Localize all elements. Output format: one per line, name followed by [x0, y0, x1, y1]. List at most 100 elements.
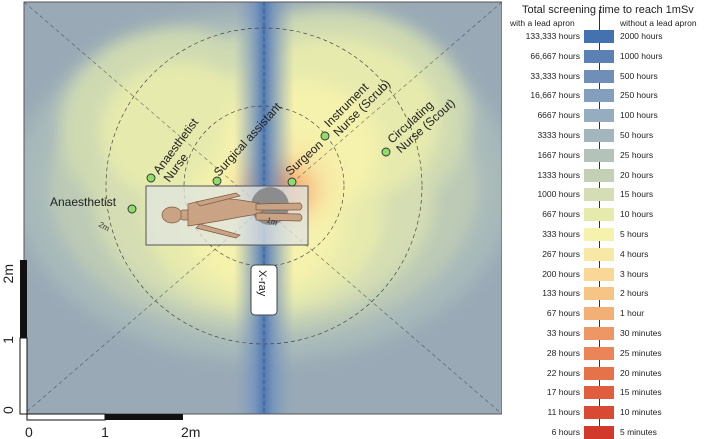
legend-with-apron-value: 6667 hours: [537, 110, 580, 121]
legend-row: 1667 hours 25 hours: [502, 148, 708, 162]
legend-without-apron-value: 15 hours: [620, 189, 654, 200]
legend-without-apron-value: 250 hours: [620, 90, 658, 101]
marker-circulating-nurse: [381, 147, 391, 157]
legend-row: 1000 hours 15 hours: [502, 188, 708, 202]
y-tick-2m: 2m: [0, 264, 16, 283]
legend-without-apron-value: 100 hours: [620, 110, 658, 121]
label-anaesthetist: Anaesthetist: [50, 195, 117, 209]
legend-without-apron-value: 1 hour: [620, 308, 645, 319]
legend-without-apron-value: 5 minutes: [620, 427, 657, 437]
marker-anaesthetist-nurse: [146, 173, 156, 183]
y-tick-0: 0: [0, 406, 16, 414]
legend-without-apron-value: 5 hours: [620, 229, 649, 239]
legend-with-apron-value: 17 hours: [546, 387, 580, 398]
staff-markers: [127, 131, 391, 214]
legend-swatch: [584, 188, 614, 202]
ring-2m: [105, 27, 423, 345]
ring-1m: [183, 105, 345, 267]
legend-without-apron-value: 30 minutes: [620, 328, 662, 338]
legend-row: 11 hours 10 minutes: [502, 406, 708, 420]
legend-swatch: [584, 89, 614, 103]
legend-with-apron-value: 1333 hours: [537, 169, 580, 180]
legend-without-apron-value: 20 minutes: [620, 367, 662, 378]
legend-with-apron-value: 1667 hours: [537, 149, 580, 160]
legend-without-apron-value: 50 hours: [620, 130, 654, 140]
legend-with-apron-value: 3333 hours: [537, 130, 580, 140]
legend-without-apron-value: 15 minutes: [620, 387, 662, 398]
legend-swatch: [584, 30, 614, 43]
legend-swatch: [584, 426, 614, 439]
legend-swatch: [584, 49, 614, 63]
legend-swatch: [584, 366, 614, 380]
legend-row: 133,333 hours 2000 hours: [502, 30, 708, 43]
legend: Total screening time to reach 1mSv with …: [502, 0, 708, 439]
radius-1m-label: 1m: [265, 215, 279, 227]
legend-with-apron-value: 11 hours: [547, 407, 580, 418]
legend-title: Total screening time to reach 1mSv: [522, 4, 694, 16]
legend-swatch: [584, 69, 614, 83]
legend-without-apron-value: 1000 hours: [620, 50, 663, 61]
legend-with-apron-value: 133 hours: [542, 288, 580, 299]
legend-with-apron-value: 6 hours: [551, 427, 580, 437]
legend-swatch: [584, 327, 614, 340]
legend-swatch: [584, 307, 614, 321]
x-tick-2m: 2m: [181, 424, 200, 439]
legend-with-apron-value: 133,333 hours: [525, 31, 580, 41]
marker-surgeon: [287, 177, 297, 187]
legend-with-apron-value: 22 hours: [546, 367, 580, 378]
legend-row: 200 hours 3 hours: [502, 267, 708, 281]
legend-row: 66,667 hours 1000 hours: [502, 49, 708, 63]
legend-swatch: [584, 168, 614, 182]
legend-with-apron-value: 33,333 hours: [530, 70, 580, 81]
legend-without-apron-value: 500 hours: [620, 70, 658, 81]
legend-swatch: [584, 148, 614, 162]
legend-with-apron-value: 200 hours: [542, 268, 580, 279]
legend-without-apron-value: 10 minutes: [620, 407, 662, 418]
x-tick-0: 0: [25, 424, 33, 439]
legend-with-apron-value: 16,667 hours: [530, 90, 580, 101]
legend-row: 33,333 hours 500 hours: [502, 69, 708, 83]
vertical-scale-bar: 2m 1 0: [0, 260, 28, 415]
legend-row: 22 hours 20 minutes: [502, 366, 708, 380]
legend-row: 6667 hours 100 hours: [502, 109, 708, 123]
legend-row: 333 hours 5 hours: [502, 228, 708, 241]
legend-row: 17 hours 15 minutes: [502, 386, 708, 400]
legend-with-apron-value: 667 hours: [542, 209, 580, 220]
legend-with-apron-value: 66,667 hours: [530, 50, 580, 61]
legend-swatch: [584, 267, 614, 281]
legend-without-apron-value: 2 hours: [620, 288, 649, 299]
legend-swatch: [584, 287, 614, 301]
legend-swatch: [584, 406, 614, 420]
legend-without-apron-value: 10 hours: [620, 209, 654, 220]
legend-swatch: [584, 228, 614, 241]
legend-header-with-apron: with a lead apron: [510, 18, 575, 28]
legend-without-apron-value: 25 hours: [620, 149, 654, 160]
xray-label: X-ray: [256, 270, 268, 297]
marker-instrument-nurse: [320, 131, 330, 141]
legend-swatch: [584, 247, 614, 261]
horizontal-scale-bar: 0 1 2m: [25, 413, 200, 439]
marker-anaesthetist: [127, 204, 137, 214]
legend-row: 6 hours 5 minutes: [502, 426, 708, 439]
legend-without-apron-value: 3 hours: [620, 268, 649, 279]
legend-without-apron-value: 2000 hours: [620, 31, 663, 41]
legend-header-without-apron: without a lead apron: [620, 18, 697, 28]
legend-swatch: [584, 386, 614, 400]
dose-map: X-ray 1m 2m Anaesthetist Anaesthetist Nu…: [0, 1, 502, 439]
legend-row: 3333 hours 50 hours: [502, 129, 708, 142]
marker-surgical-assistant: [212, 176, 222, 186]
legend-row: 16,667 hours 250 hours: [502, 89, 708, 103]
legend-with-apron-value: 333 hours: [542, 229, 580, 239]
legend-swatch: [584, 346, 614, 360]
legend-swatch: [584, 109, 614, 123]
legend-with-apron-value: 33 hours: [546, 328, 580, 338]
x-tick-1: 1: [101, 424, 109, 439]
legend-with-apron-value: 1000 hours: [537, 189, 580, 200]
legend-without-apron-value: 25 minutes: [620, 347, 662, 358]
legend-swatch: [584, 129, 614, 142]
legend-row: 67 hours 1 hour: [502, 307, 708, 321]
legend-with-apron-value: 67 hours: [546, 308, 580, 319]
